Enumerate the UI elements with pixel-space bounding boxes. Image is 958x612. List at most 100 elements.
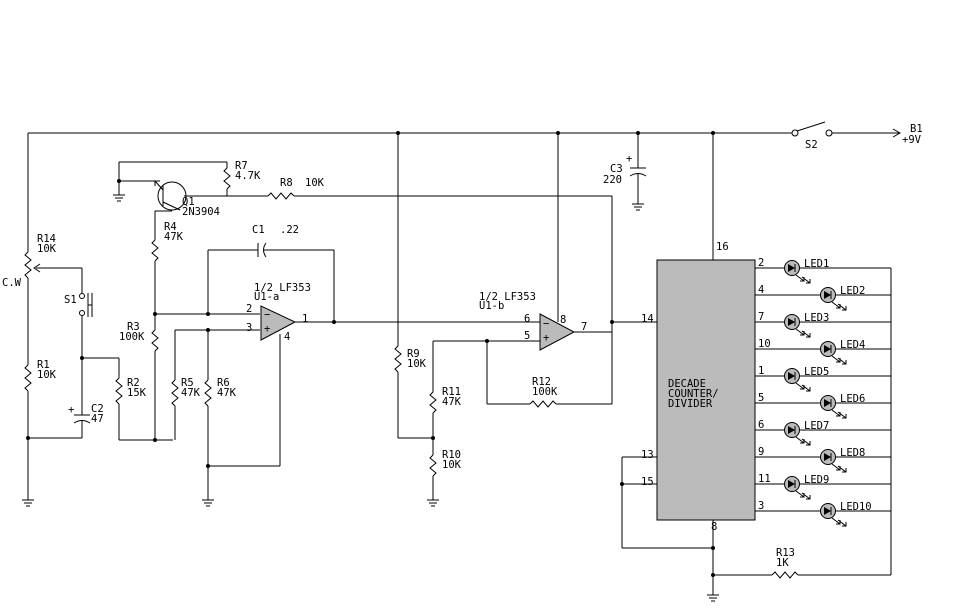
u1b-minus: − [543, 318, 549, 330]
u1a-title: 1/2 LF353 [254, 282, 311, 294]
led-pin-label: 2 [758, 257, 764, 269]
led-pin-label: 3 [758, 500, 764, 512]
u1b-label: U1-b [479, 300, 504, 312]
led-pin-label: 1 [758, 365, 764, 377]
u1a-pin3: 3 [246, 322, 252, 334]
u1b-plus: + [543, 332, 549, 344]
s2-label: S2 [805, 139, 818, 151]
battery-b1-label: B1 +9V [902, 123, 923, 146]
u1a-pin2: 2 [246, 303, 252, 315]
light-arrow-icon [801, 492, 811, 500]
led-label: LED3 [804, 312, 829, 324]
divider-r9-r11-r10: R9 10K R11 47K R10 10K [394, 133, 526, 507]
led-diode-icon [824, 399, 831, 407]
r8-value: 10K [305, 177, 325, 189]
r13-value: 1K [776, 557, 789, 569]
led-row: 2 LED1 [755, 257, 891, 284]
u1b-pin8: 8 [560, 314, 566, 326]
r5-label: R5 [181, 377, 194, 389]
c2-label: C2 [91, 403, 104, 415]
light-arrow-icon [801, 276, 811, 284]
u1b-pin7: 7 [581, 321, 587, 333]
left-column: R14 10K C.W S1 R1 10K + C2 47 [2, 133, 104, 507]
led-label: LED1 [804, 258, 829, 270]
resistor-r13: R13 1K [713, 268, 892, 579]
led-diode-icon [824, 507, 831, 515]
light-arrow-icon [837, 519, 847, 527]
r3-value: 100K [119, 331, 145, 343]
u1a-pin1: 1 [302, 313, 308, 325]
decade-counter-ic: DECADE COUNTER/ DIVIDER 14 16 13 15 8 [620, 133, 756, 602]
u1a-pin4: 4 [284, 331, 290, 343]
ic-pin13: 13 [641, 449, 654, 461]
r6-label: R6 [217, 377, 230, 389]
light-arrow-icon [801, 384, 811, 392]
r7-value: 4.7K [235, 170, 261, 182]
led-pin-label: 7 [758, 311, 764, 323]
led-diode-icon [788, 372, 795, 380]
led-diode-icon [788, 426, 795, 434]
light-arrow-icon [795, 274, 805, 282]
light-arrow-icon [837, 303, 847, 311]
capacitor-c1: C1 .22 [207, 224, 335, 322]
led-diode-icon [824, 453, 831, 461]
led-label: LED9 [804, 474, 829, 486]
r14-value: 10K [37, 243, 57, 255]
cw-label: C.W [2, 277, 22, 289]
led-diode-icon [824, 291, 831, 299]
opamp-u1a: − + 2 3 1 4 1/2 LF353 U1-a R5 47K R6 47K [171, 282, 398, 507]
led-label: LED10 [840, 501, 872, 513]
ic-pin14: 14 [641, 313, 654, 325]
c3-value: 220 [603, 174, 622, 186]
u1a-label: U1-a [254, 291, 279, 303]
opamp-u1b: − + 6 5 7 8 1/2 LF353 U1-b R12 100K [398, 133, 657, 408]
ic-pin15: 15 [641, 476, 654, 488]
c2-plus: + [68, 404, 74, 416]
r14-label: R14 [37, 233, 56, 245]
led-diode-icon [788, 318, 795, 326]
light-arrow-icon [795, 490, 805, 498]
c1-value: .22 [280, 224, 299, 236]
led-pin-label: 10 [758, 338, 771, 350]
led-label: LED4 [840, 339, 865, 351]
r10-value: 10K [442, 459, 462, 471]
r11-value: 47K [442, 396, 462, 408]
u1b-pin5: 5 [524, 330, 530, 342]
light-arrow-icon [837, 465, 847, 473]
counter-line3: DIVIDER [668, 398, 713, 410]
r4-value: 47K [164, 231, 184, 243]
transistor-q1: R7 4.7K Q1 2N3904 [113, 160, 261, 240]
resistor-r2: R2 15K [82, 357, 173, 442]
light-arrow-icon [837, 357, 847, 365]
light-arrow-icon [831, 409, 841, 417]
light-arrow-icon [795, 328, 805, 336]
led-diode-icon [788, 264, 795, 272]
light-arrow-icon [795, 436, 805, 444]
led-diode-icon [788, 480, 795, 488]
u1a-minus: − [264, 309, 270, 321]
light-arrow-icon [831, 301, 841, 309]
c2-value: 47 [91, 413, 104, 425]
u1b-pin6: 6 [524, 313, 530, 325]
light-arrow-icon [831, 463, 841, 471]
r12-label: R12 [532, 376, 551, 388]
r1-label: R1 [37, 359, 50, 371]
capacitor-c3: + C3 220 [603, 133, 647, 211]
q1-value: 2N3904 [182, 206, 220, 218]
r12-value: 100K [532, 386, 558, 398]
light-arrow-icon [831, 355, 841, 363]
led-pin-label: 6 [758, 419, 764, 431]
r3-label: R3 [127, 321, 140, 333]
r2-value: 15K [127, 387, 147, 399]
light-arrow-icon [795, 382, 805, 390]
u1b-title: 1/2 LF353 [479, 291, 536, 303]
led-label: LED6 [840, 393, 865, 405]
s1-label: S1 [64, 294, 77, 306]
r6-value: 47K [217, 387, 237, 399]
